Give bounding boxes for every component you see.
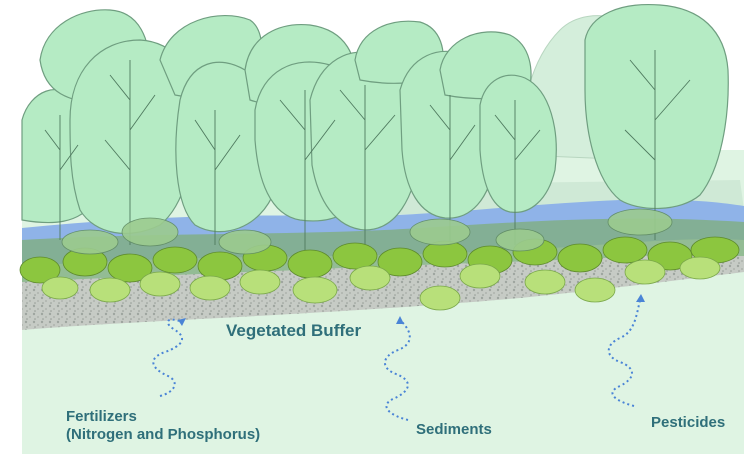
- fertilizers-label-line1: Fertilizers: [66, 408, 260, 426]
- fertilizers-label: Fertilizers (Nitrogen and Phosphorus): [66, 408, 260, 444]
- vegetated-buffer-label: Vegetated Buffer: [226, 321, 361, 341]
- fertilizers-label-line2: (Nitrogen and Phosphorus): [66, 426, 260, 444]
- tree-canopy: [22, 5, 728, 234]
- pesticides-label: Pesticides: [651, 414, 725, 431]
- sediments-label: Sediments: [416, 421, 492, 438]
